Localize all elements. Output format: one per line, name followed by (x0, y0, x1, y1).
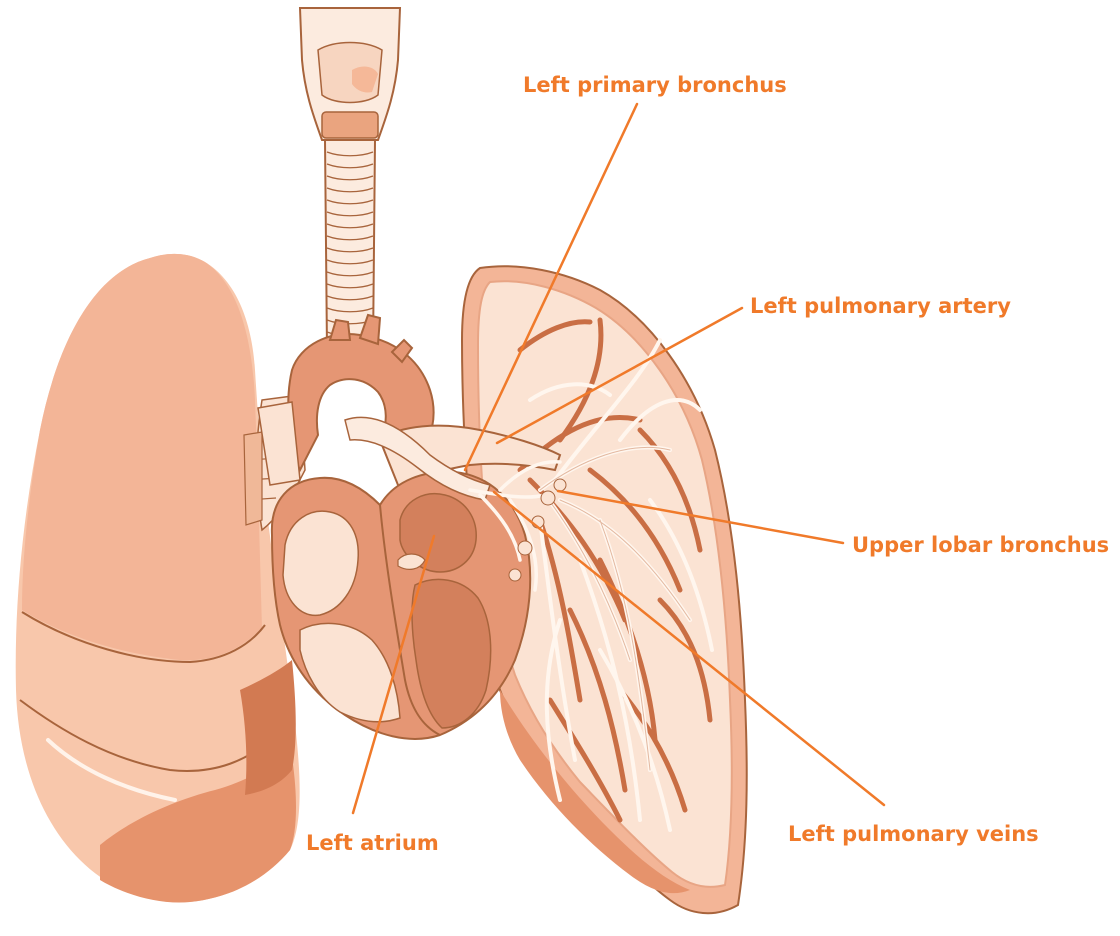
cricoid-ring (322, 112, 378, 138)
right-bronchus-rings (244, 432, 262, 525)
label-left-pulmonary-veins: Left pulmonary veins (788, 822, 1039, 846)
right-lung-upper-lobe (22, 254, 262, 660)
label-left-primary-bronchus: Left primary bronchus (523, 73, 787, 97)
label-left-pulmonary-artery: Left pulmonary artery (750, 294, 1011, 318)
right-lung (16, 254, 300, 903)
trachea (300, 8, 400, 350)
label-upper-lobar-bronchus: Upper lobar bronchus (852, 533, 1109, 557)
label-left-atrium: Left atrium (306, 831, 439, 855)
